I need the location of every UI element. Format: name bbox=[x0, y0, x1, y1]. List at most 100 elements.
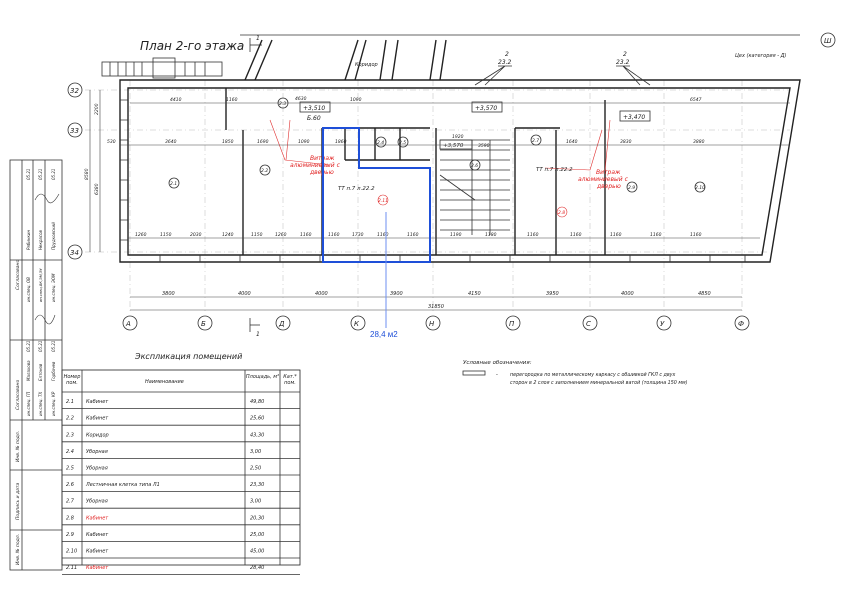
svg-text:ин.спец. ОВ: ин.спец. ОВ bbox=[26, 277, 31, 302]
row-area: 43,30 bbox=[250, 432, 264, 438]
svg-text:1260: 1260 bbox=[275, 232, 287, 238]
tt-label-2: ТТ п.7 л.22.2 bbox=[536, 167, 573, 173]
svg-text:2.4: 2.4 bbox=[377, 140, 384, 146]
row-number: 2.6 bbox=[66, 482, 74, 488]
svg-text:ин.спец. ЭОМ: ин.спец. ЭОМ bbox=[51, 273, 56, 302]
svg-text:3950: 3950 bbox=[546, 291, 559, 297]
left-dimensions: 2200 6380 8580 bbox=[84, 90, 101, 252]
window-tag-1: 2 23.2 bbox=[474, 51, 512, 86]
svg-text:1: 1 bbox=[256, 35, 260, 42]
svg-text:2.9: 2.9 bbox=[628, 185, 635, 191]
svg-text:31850: 31850 bbox=[428, 304, 444, 310]
svg-text:3800: 3800 bbox=[162, 291, 175, 297]
axis-row-markers: 32 33 34 Ш bbox=[67, 32, 836, 260]
svg-text:Ф: Ф bbox=[738, 320, 744, 328]
svg-text:2.11: 2.11 bbox=[378, 198, 388, 204]
row-name: Уборная bbox=[86, 449, 108, 455]
svg-text:2.7: 2.7 bbox=[532, 138, 539, 144]
svg-text:ин.спец. КР: ин.спец. КР bbox=[51, 391, 56, 416]
row-name: Уборная bbox=[86, 499, 108, 505]
svg-text:1690: 1690 bbox=[257, 139, 269, 145]
workshop-label: Цех (категория - Д) bbox=[735, 53, 787, 59]
tt-label: ТТ п.7 л.22.2 bbox=[338, 186, 375, 192]
svg-text:2: 2 bbox=[623, 51, 627, 58]
svg-text:1090: 1090 bbox=[298, 139, 310, 145]
svg-text:3590: 3590 bbox=[478, 143, 490, 149]
row-name: Кабинет bbox=[86, 515, 109, 521]
row-area: 45,00 bbox=[250, 549, 264, 555]
row-number: 2.5 bbox=[66, 466, 74, 472]
row-number: 2.10 bbox=[66, 549, 77, 555]
svg-text:1160: 1160 bbox=[527, 232, 539, 238]
row-name: Кабинет bbox=[86, 532, 109, 538]
svg-text:1920: 1920 bbox=[452, 134, 464, 140]
svg-text:Рябинкин: Рябинкин bbox=[26, 229, 31, 250]
svg-text:1730: 1730 bbox=[352, 232, 364, 238]
svg-text:Б: Б bbox=[201, 320, 206, 328]
svg-text:ин.спец.ВК,ЭМ,ЭУ: ин.спец.ВК,ЭМ,ЭУ bbox=[39, 268, 43, 302]
svg-text:дверью: дверью bbox=[309, 169, 334, 176]
row-name: Лестничная клетка типа Л1 bbox=[85, 482, 160, 488]
row-area: 2,50 bbox=[250, 466, 261, 472]
row-area: 23,30 bbox=[250, 482, 264, 488]
svg-text:05.21: 05.21 bbox=[38, 169, 43, 180]
room-2-11-highlight[interactable]: 28,4 м2 bbox=[322, 127, 431, 339]
svg-text:1260: 1260 bbox=[135, 232, 147, 238]
svg-text:05.21: 05.21 bbox=[38, 341, 43, 352]
svg-text:1850: 1850 bbox=[222, 139, 234, 145]
svg-text:1160: 1160 bbox=[570, 232, 582, 238]
svg-text:05.21: 05.21 bbox=[51, 341, 56, 352]
svg-text:2030: 2030 bbox=[190, 232, 202, 238]
row-area: 25,60 bbox=[250, 416, 264, 422]
corridor-label: Коридор bbox=[355, 62, 378, 68]
svg-text:33: 33 bbox=[70, 127, 79, 135]
svg-text:Согласовано: Согласовано bbox=[15, 260, 21, 290]
svg-text:Малахова: Малахова bbox=[26, 360, 31, 381]
svg-text:1160: 1160 bbox=[610, 232, 622, 238]
row-name: Уборная bbox=[86, 466, 108, 472]
row-area: 49,80 bbox=[250, 399, 264, 405]
svg-text:23.2: 23.2 bbox=[498, 59, 512, 66]
row-number: 2.11 bbox=[66, 565, 77, 571]
svg-text:1160: 1160 bbox=[690, 232, 702, 238]
svg-text:2.1: 2.1 bbox=[170, 181, 177, 187]
svg-text:алюминиевый с: алюминиевый с bbox=[578, 176, 629, 183]
svg-text:+3,470: +3,470 bbox=[623, 114, 645, 121]
svg-text:+3,570: +3,570 bbox=[475, 105, 497, 112]
approval-stamp: Инв. № подл. Подпись и дата Инв. № подл.… bbox=[9, 159, 63, 571]
svg-text:1160: 1160 bbox=[328, 232, 340, 238]
svg-text:Подпись и дата: Подпись и дата bbox=[15, 482, 21, 520]
svg-text:2.10: 2.10 bbox=[695, 185, 705, 191]
svg-text:+3,570: +3,570 bbox=[443, 143, 464, 149]
svg-text:К: К bbox=[354, 320, 360, 328]
signature bbox=[34, 314, 56, 325]
svg-text:3830: 3830 bbox=[620, 139, 632, 145]
svg-text:05.21: 05.21 bbox=[51, 169, 56, 180]
svg-text:1160: 1160 bbox=[650, 232, 662, 238]
header-category: Кат.* пом. bbox=[283, 374, 297, 386]
row-number: 2.7 bbox=[66, 499, 75, 505]
svg-text:4850: 4850 bbox=[698, 291, 711, 297]
svg-text:3900: 3900 bbox=[390, 291, 403, 297]
svg-text:П: П bbox=[509, 320, 515, 328]
svg-text:2.5: 2.5 bbox=[399, 140, 406, 146]
svg-text:дверью: дверью bbox=[596, 183, 621, 190]
svg-text:алюминиевый с: алюминиевый с bbox=[290, 162, 341, 169]
svg-text:-: - bbox=[496, 372, 498, 378]
room-markers: 2.1 2.2 2.3 2.4 2.5 2.6 2.7 2.8 2.9 2.10… bbox=[168, 97, 706, 218]
legend: Условные обозначения: - перегородка по м… bbox=[462, 360, 688, 386]
highlight-area-label: 28,4 м2 bbox=[370, 330, 398, 339]
svg-text:1090: 1090 bbox=[350, 97, 362, 103]
svg-text:Инв. № подл.: Инв. № подл. bbox=[15, 431, 21, 462]
window-tag-2: 2 23.2 bbox=[616, 51, 651, 86]
row-area: 25,00 bbox=[250, 532, 264, 538]
svg-text:4000: 4000 bbox=[238, 291, 251, 297]
svg-text:Витраж: Витраж bbox=[596, 169, 621, 176]
svg-text:32: 32 bbox=[70, 87, 79, 95]
svg-text:1180: 1180 bbox=[485, 232, 497, 238]
svg-text:4630: 4630 bbox=[295, 96, 307, 102]
plan-title: План 2-го этажа bbox=[140, 39, 244, 53]
svg-text:8580: 8580 bbox=[84, 168, 90, 180]
glazing-note-right: Витраж алюминиевый с дверью bbox=[544, 119, 629, 190]
